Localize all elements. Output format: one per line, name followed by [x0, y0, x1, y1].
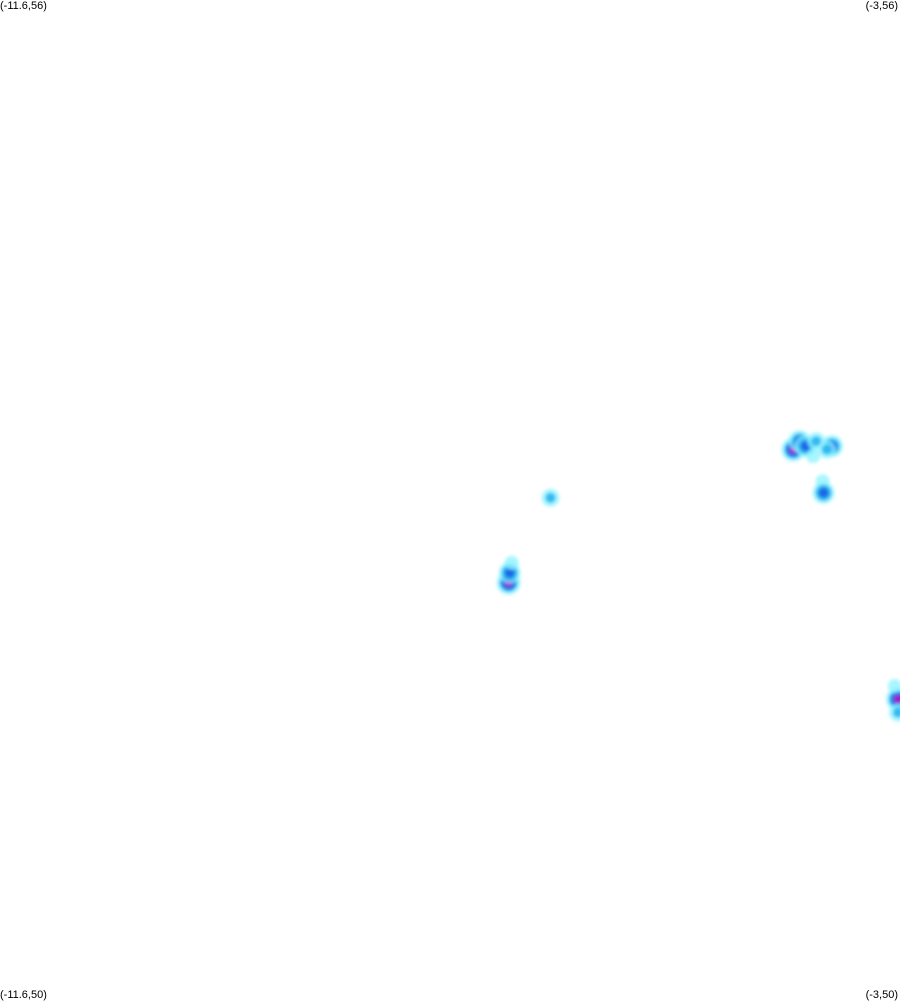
heat-point-mid — [892, 707, 900, 718]
heat-point-peak — [893, 695, 900, 704]
heat-point-mid — [811, 436, 822, 447]
heat-layer — [496, 430, 900, 722]
heat-point-low — [887, 679, 900, 693]
heat-point-mid — [545, 492, 556, 503]
heat-point — [498, 561, 521, 584]
heat-point — [887, 679, 900, 693]
corner-label-top-right: (-3,56) — [865, 0, 898, 12]
heat-point — [812, 481, 835, 504]
heat-point — [888, 703, 900, 722]
heat-point-low — [504, 555, 519, 570]
heat-point — [806, 449, 821, 464]
heat-point — [817, 440, 836, 459]
corner-label-bottom-right: (-3,50) — [865, 989, 898, 1001]
heat-point — [504, 555, 519, 570]
heat-point-high — [504, 567, 515, 578]
heat-point-low — [806, 449, 821, 464]
heat-point-mid — [821, 444, 832, 455]
corner-label-bottom-left: (-11.6,50) — [0, 989, 47, 1001]
corner-label-top-left: (-11.6,56) — [0, 0, 47, 12]
heat-point — [541, 488, 560, 507]
heat-point-high — [818, 487, 829, 498]
